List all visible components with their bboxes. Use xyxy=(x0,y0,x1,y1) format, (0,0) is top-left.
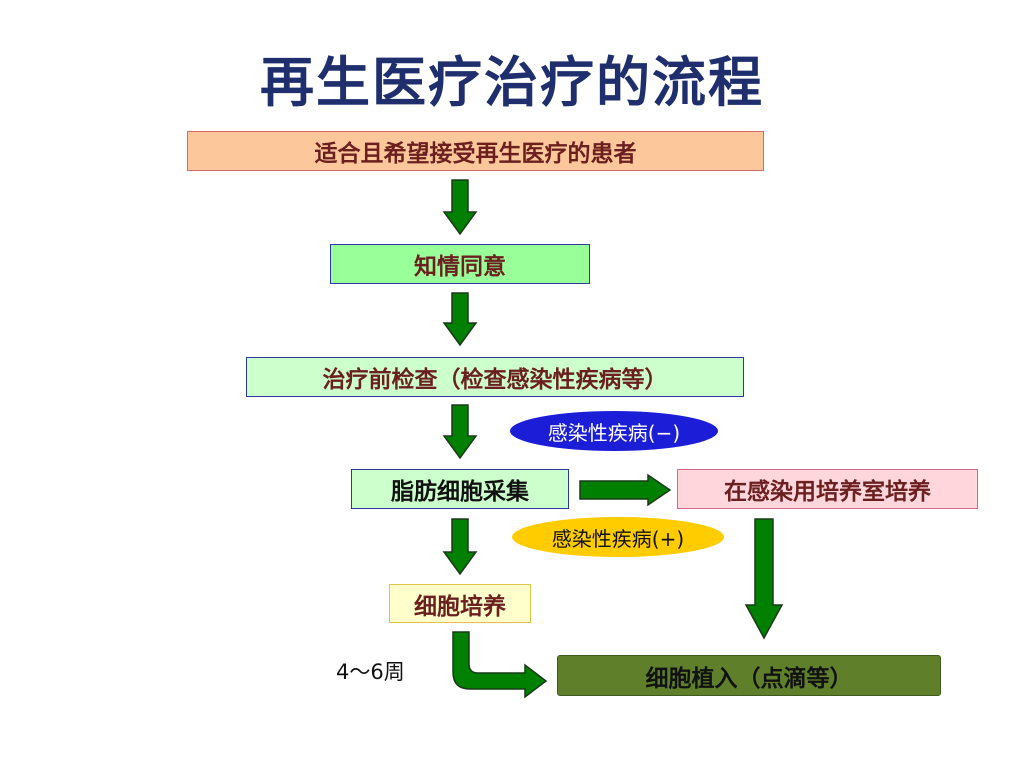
arrow-down-3 xyxy=(442,404,478,460)
condition-infection-negative: 感染性疾病(−) xyxy=(510,411,718,451)
duration-label: 4～6周 xyxy=(336,660,405,684)
condition-infection-positive: 感染性疾病(+) xyxy=(512,517,724,557)
step-patient: 适合且希望接受再生医疗的患者 xyxy=(187,131,764,171)
arrow-right-infectious xyxy=(579,473,672,507)
step-informed-consent: 知情同意 xyxy=(330,244,590,284)
arrow-down-infectious xyxy=(744,518,784,640)
arrow-down-2 xyxy=(442,292,478,347)
step-cell-implant: 细胞植入（点滴等） xyxy=(557,655,941,696)
arrow-down-4 xyxy=(442,518,478,576)
arrow-bent-culture-implant xyxy=(452,631,548,699)
page-title: 再生医疗治疗的流程 xyxy=(260,51,764,114)
step-fat-cell-harvest: 脂肪细胞采集 xyxy=(351,469,569,509)
step-infectious-culture-room: 在感染用培养室培养 xyxy=(677,469,978,509)
step-cell-culture: 细胞培养 xyxy=(389,584,531,623)
arrow-down-1 xyxy=(442,179,478,236)
step-pretreatment-exam: 治疗前检查（检查感染性疾病等） xyxy=(246,357,744,397)
